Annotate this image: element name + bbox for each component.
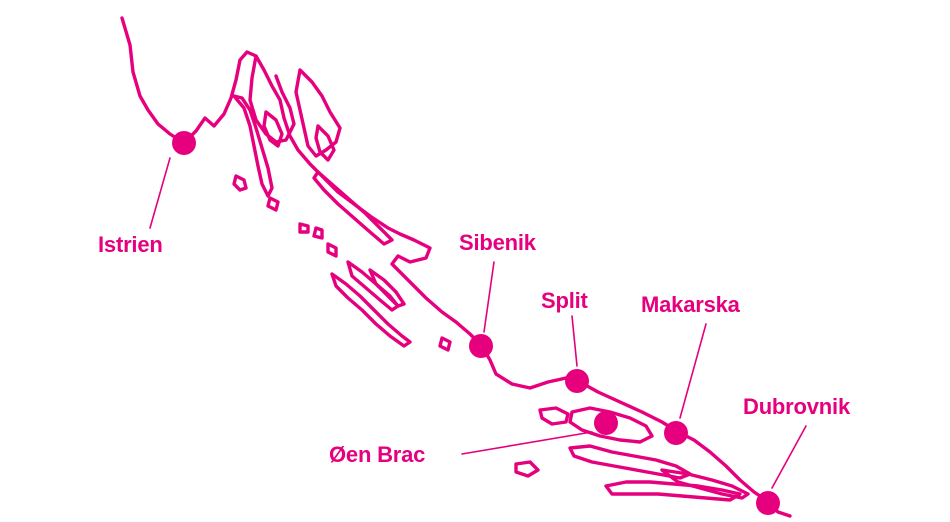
- city-markers: [172, 131, 780, 515]
- split-leader-line: [571, 315, 578, 367]
- sibenik-marker[interactable]: [469, 334, 493, 358]
- sibenik-leader-line: [483, 261, 495, 333]
- leader-lines: [149, 157, 807, 489]
- dubrovnik-leader-line: [771, 425, 807, 489]
- island-ugljan: [346, 260, 400, 312]
- island-rab: [314, 124, 336, 162]
- dubrovnik-marker[interactable]: [756, 491, 780, 515]
- sibenik-label: Sibenik: [459, 230, 537, 255]
- island-vis: [514, 460, 540, 478]
- split-marker[interactable]: [565, 369, 589, 393]
- brac-label: Øen Brac: [329, 442, 425, 467]
- mainland-coastline: [120, 16, 792, 518]
- island-korcula: [604, 480, 742, 502]
- island-solta: [538, 406, 570, 426]
- coastline-layer: [120, 16, 792, 518]
- brac-leader-line: [461, 431, 593, 455]
- island-losinj: [232, 174, 248, 192]
- istrien-marker[interactable]: [172, 131, 196, 155]
- mainland-bay-north: [294, 68, 342, 158]
- island-pag: [312, 170, 394, 246]
- istrien-leader-line: [149, 157, 171, 229]
- island-small-4: [326, 242, 338, 258]
- makarska-marker[interactable]: [664, 421, 688, 445]
- dubrovnik-label: Dubrovnik: [743, 394, 851, 419]
- makarska-leader-line: [679, 323, 707, 419]
- istrien-label: Istrien: [98, 232, 163, 257]
- island-peljesac: [660, 468, 750, 500]
- island-small-1: [266, 196, 280, 212]
- island-dugi-otok: [330, 272, 412, 348]
- island-kornati: [438, 336, 452, 352]
- island-cres: [232, 94, 274, 198]
- mainland-inner-fold: [248, 54, 296, 144]
- island-small-2: [298, 222, 310, 234]
- island-hvar: [568, 444, 692, 480]
- island-pasman: [368, 268, 406, 308]
- island-small-3: [312, 226, 324, 240]
- brac-marker[interactable]: [594, 411, 618, 435]
- makarska-label: Makarska: [641, 292, 741, 317]
- split-label: Split: [541, 288, 589, 313]
- island-krk: [262, 110, 284, 148]
